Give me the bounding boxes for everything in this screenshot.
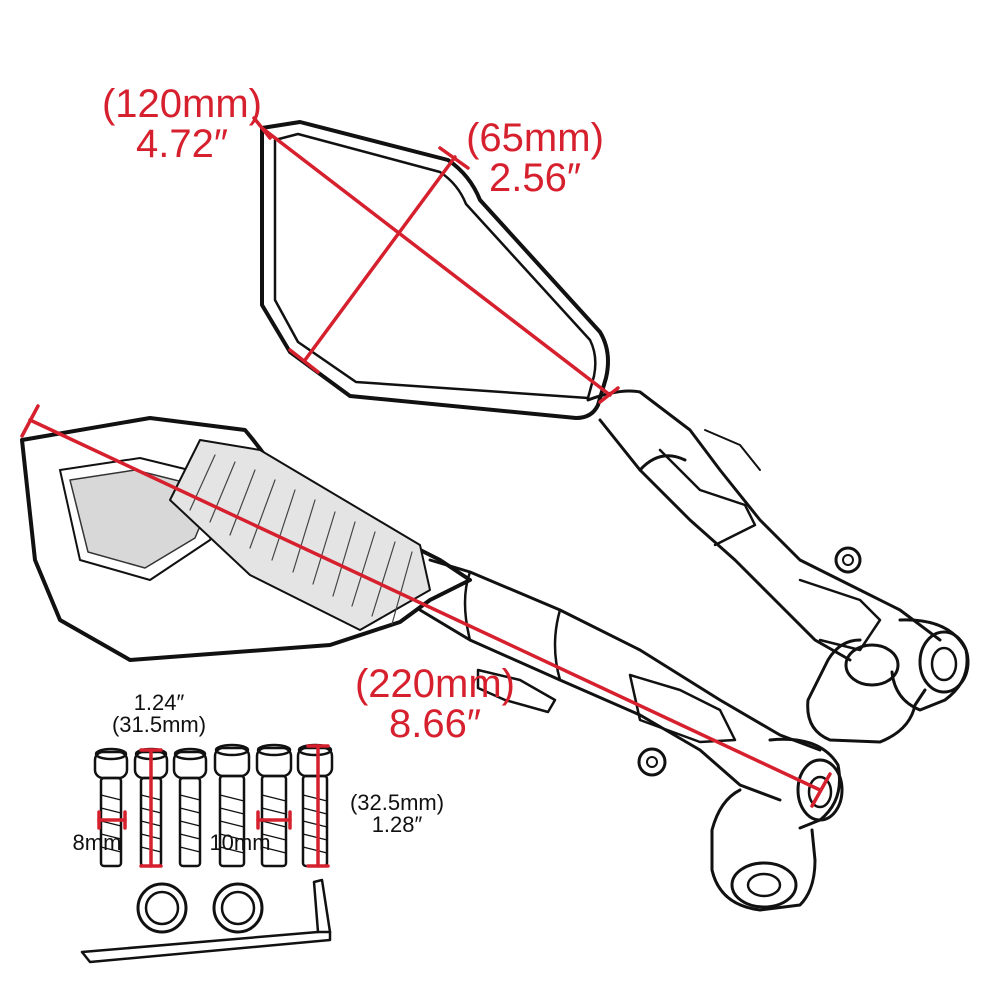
label-31-5mm: (31.5mm) bbox=[111, 712, 207, 737]
dim-line-65mm bbox=[303, 155, 457, 362]
dim-line-220mm bbox=[28, 418, 822, 792]
label-1-28in: 1.28″ bbox=[371, 812, 423, 837]
hex-key bbox=[80, 878, 332, 964]
label-220mm: (220mm) bbox=[354, 662, 516, 706]
washer-left bbox=[136, 882, 188, 934]
dimension-lines bbox=[20, 116, 832, 868]
label-total-length: (220mm) 8.66″ bbox=[340, 664, 530, 744]
bolt-6 bbox=[296, 743, 334, 868]
label-65mm: (65mm) bbox=[466, 116, 604, 160]
label-mirror-width: (65mm) 2.56″ bbox=[455, 118, 615, 198]
label-8-66in: 8.66″ bbox=[388, 702, 481, 746]
bolt-4 bbox=[213, 743, 251, 868]
label-bolt-long: (32.5mm) 1.28″ bbox=[332, 792, 462, 836]
label-2-56in: 2.56″ bbox=[488, 156, 581, 200]
label-120mm: (120mm) bbox=[101, 82, 263, 126]
dim-line-120mm bbox=[260, 126, 612, 397]
bolt-1 bbox=[93, 747, 129, 868]
lower-mirror bbox=[20, 416, 844, 912]
bolt-3 bbox=[172, 747, 208, 868]
label-bolt-short: 1.24″ (31.5mm) bbox=[94, 692, 224, 736]
label-8mm: 8mm bbox=[72, 830, 122, 855]
label-10mm: 10mm bbox=[209, 830, 271, 855]
upper-mirror bbox=[260, 120, 970, 744]
label-mirror-length: (120mm) 4.72″ bbox=[92, 84, 272, 164]
washer-right bbox=[212, 882, 264, 934]
label-32-5mm: (32.5mm) bbox=[349, 790, 445, 815]
label-4-72in: 4.72″ bbox=[135, 122, 228, 166]
label-1-24in: 1.24″ bbox=[133, 690, 185, 715]
